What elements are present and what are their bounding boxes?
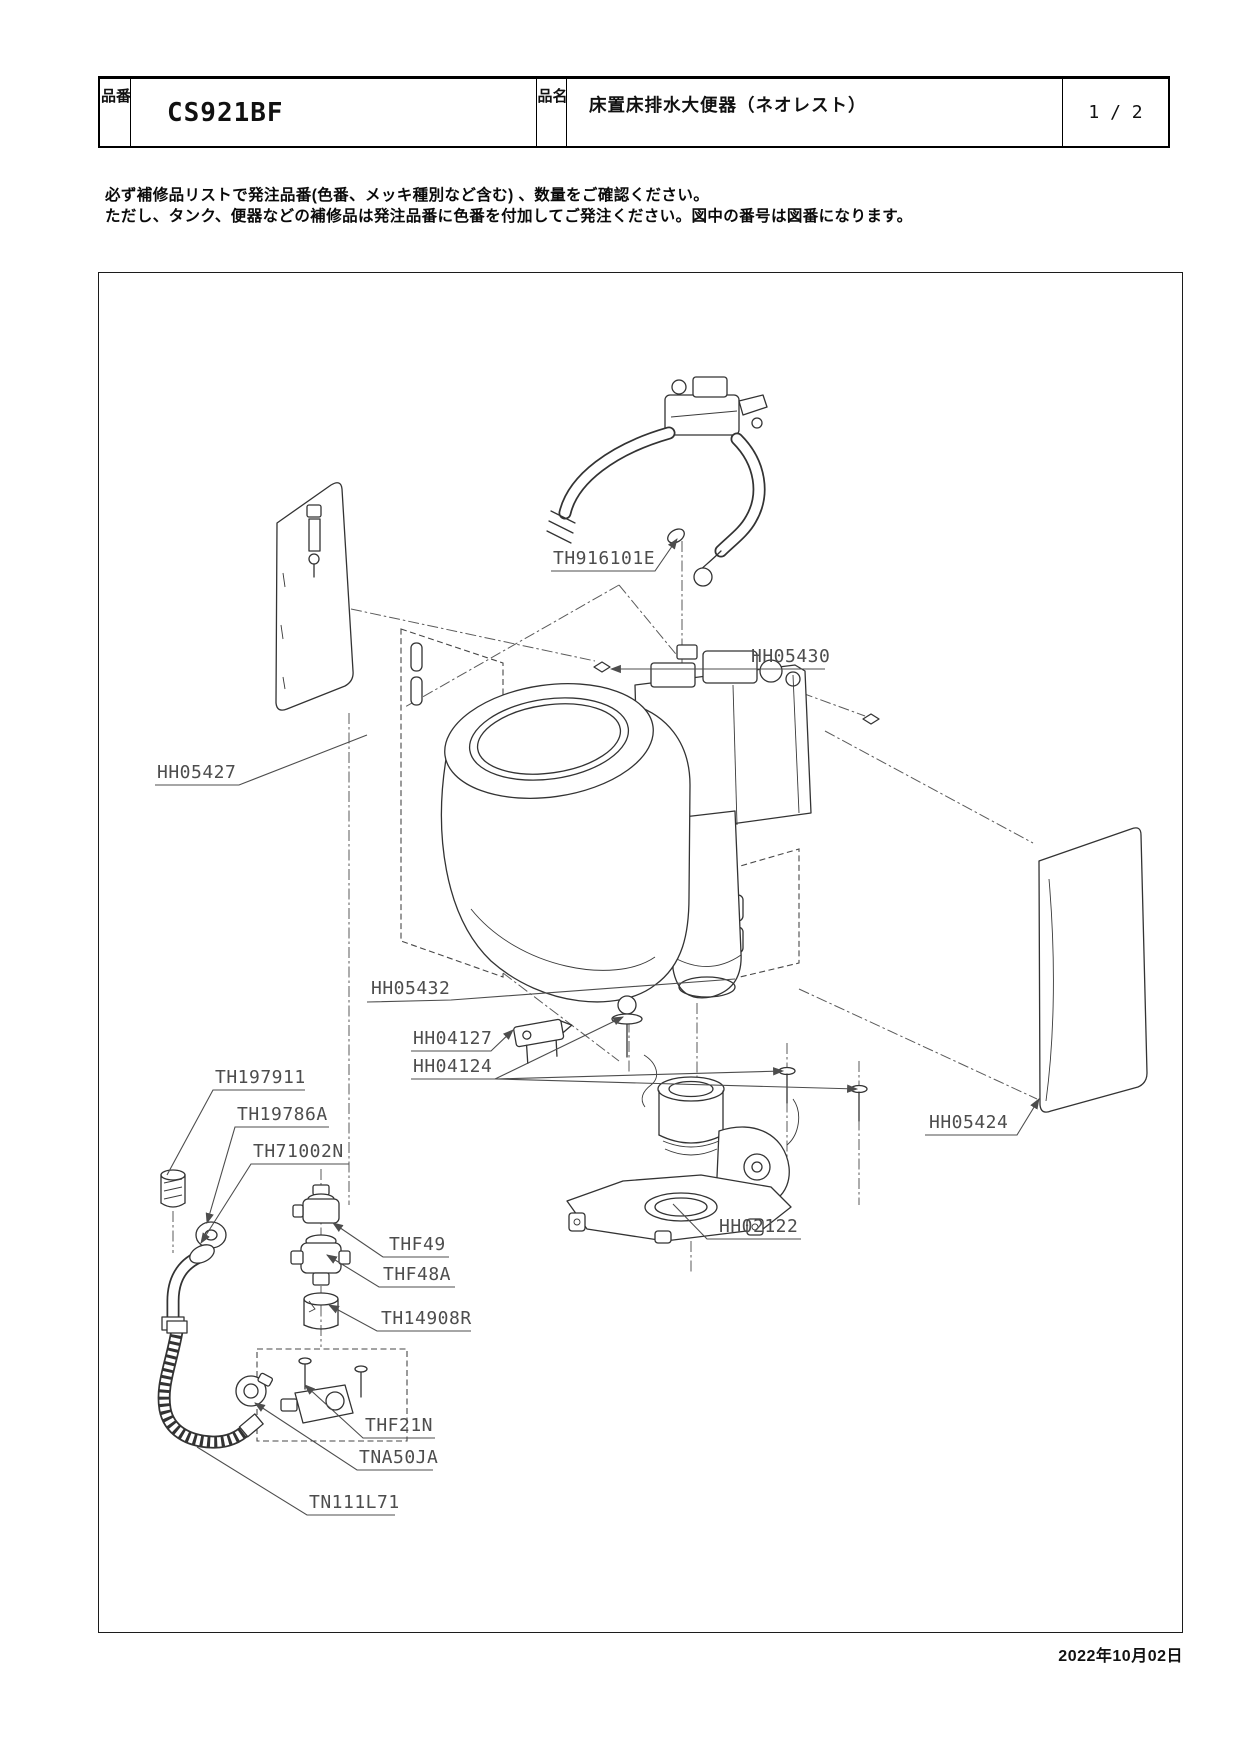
part-number-text: TH19786A bbox=[237, 1104, 328, 1125]
part-number-value: CS921BF bbox=[167, 97, 284, 128]
part-label-th19786a: TH19786A bbox=[205, 1104, 329, 1225]
part-label-thf21n: THF21N bbox=[304, 1384, 435, 1439]
part-number-text: TH71002N bbox=[253, 1141, 344, 1162]
part-number-text: HH05430 bbox=[751, 646, 830, 667]
part-number-text: THF21N bbox=[365, 1415, 433, 1436]
part-label-hh05430: HH05430 bbox=[609, 646, 830, 674]
part-number-text: THF49 bbox=[389, 1234, 446, 1255]
part-label-thf48a: THF48A bbox=[326, 1254, 455, 1288]
part-number-label: 品番 bbox=[99, 88, 131, 120]
fixing-bolts-drawing bbox=[611, 995, 868, 1146]
part-label-hh05427: HH05427 bbox=[155, 734, 368, 786]
right-side-panel-drawing bbox=[1038, 827, 1148, 1113]
part-label-th14908r: TH14908R bbox=[328, 1304, 472, 1332]
left-side-panel-drawing bbox=[275, 482, 354, 711]
mount-panel-left-dashed bbox=[400, 628, 504, 978]
fixing-bracket-drawing bbox=[513, 1018, 573, 1065]
part-label-hh05424: HH05424 bbox=[925, 1098, 1040, 1136]
toilet-unit-drawing bbox=[440, 644, 880, 1003]
order-notice-line2: ただし、タンク、便器などの補修品は発注品番に色番を付加してご発注ください。図中の… bbox=[105, 208, 913, 225]
part-label-th71002n: TH71002N bbox=[200, 1141, 349, 1244]
part-label-tna50ja: TNA50JA bbox=[254, 1402, 438, 1471]
order-notice: 必ず補修品リストで発注品番(色番、メッキ種別など含む) 、数量をご確認ください。… bbox=[105, 185, 913, 227]
drain-socket-drawing bbox=[566, 1076, 792, 1244]
part-number-text: TH197911 bbox=[215, 1067, 306, 1088]
header-table: 品番 CS921BF 品名 床置床排水大便器（ネオレスト） 1 / 2 bbox=[98, 76, 1170, 148]
part-number-text: HH04127 bbox=[413, 1028, 492, 1049]
part-number-text: TH14908R bbox=[381, 1308, 472, 1329]
part-number-text: HH05432 bbox=[371, 978, 450, 999]
part-number-text: TNA50JA bbox=[359, 1447, 438, 1468]
part-number-text: HH02122 bbox=[719, 1216, 798, 1237]
revision-date: 2022年10月02日 bbox=[1058, 1648, 1183, 1665]
part-number-text: TN111L71 bbox=[309, 1492, 400, 1513]
part-label-hh05432: HH05432 bbox=[366, 978, 736, 1003]
part-number-text: THF48A bbox=[383, 1264, 451, 1285]
part-label-hh02122: HH02122 bbox=[672, 1203, 801, 1240]
supply-hose-assembly-drawing bbox=[546, 376, 768, 587]
part-label-th197911: TH197911 bbox=[166, 1067, 306, 1176]
product-name-cell: 床置床排水大便器（ネオレスト） bbox=[566, 79, 1062, 146]
part-number-text: TH916101E bbox=[553, 548, 655, 569]
projection-lines bbox=[172, 541, 1038, 1347]
part-number-cell: CS921BF bbox=[130, 79, 536, 146]
page-number-cell: 1 / 2 bbox=[1062, 79, 1168, 146]
water-supply-parts-drawing bbox=[157, 1169, 408, 1449]
parts-diagram-svg: TH916101E HH05430HH05427HH05432HH04127HH0… bbox=[155, 376, 1148, 1516]
part-number-label-cell: 品番 bbox=[99, 79, 131, 146]
part-label-tn111l71: TN111L71 bbox=[196, 1446, 400, 1516]
part-label-thf49: THF49 bbox=[332, 1222, 449, 1258]
part-label-th916101e: TH916101E bbox=[551, 538, 678, 572]
part-number-text: HH05424 bbox=[929, 1112, 1008, 1133]
order-notice-line1: 必ず補修品リストで発注品番(色番、メッキ種別など含む) 、数量をご確認ください。 bbox=[105, 187, 710, 204]
part-number-text: HH05427 bbox=[157, 762, 236, 783]
part-number-text: HH04124 bbox=[413, 1056, 492, 1077]
product-name-value: 床置床排水大便器（ネオレスト） bbox=[589, 95, 867, 115]
product-name-label-cell: 品名 bbox=[535, 79, 568, 146]
product-name-label: 品名 bbox=[535, 88, 568, 120]
page-number: 1 / 2 bbox=[1088, 102, 1143, 123]
part-label-hh04124: HH04124 bbox=[411, 1016, 859, 1093]
part-label-hh04127: HH04127 bbox=[411, 1028, 514, 1052]
